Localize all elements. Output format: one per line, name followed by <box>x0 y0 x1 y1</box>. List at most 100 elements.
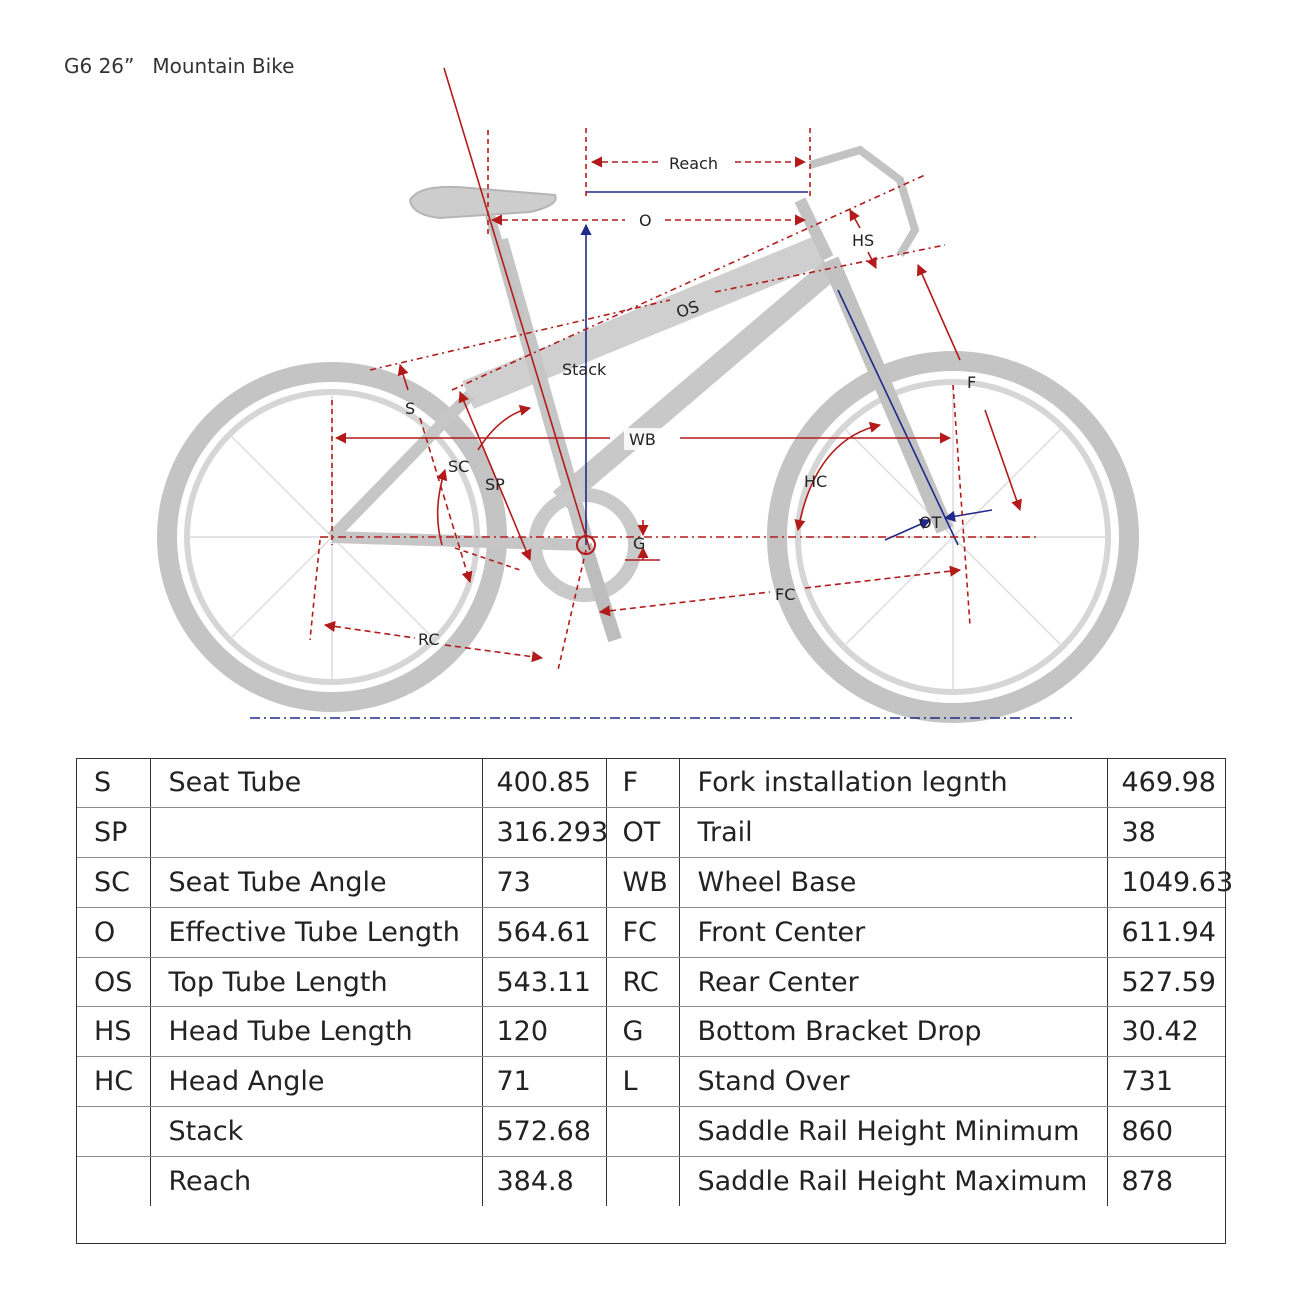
cell-code-left: HS <box>76 1006 151 1058</box>
label-reach: Reach <box>669 154 718 173</box>
label-o: O <box>639 211 652 230</box>
cell-code-right: WB <box>606 857 680 908</box>
cell-name-left: Head Tube Length <box>150 1006 483 1058</box>
cell-value-left: 384.8 <box>482 1156 607 1207</box>
seat-axis-line <box>443 67 591 551</box>
cell-value-left: 73 <box>482 857 607 908</box>
dimension-lines <box>309 67 1040 671</box>
top-tube-dimension <box>369 299 671 371</box>
cell-name-right: Rear Center <box>679 957 1108 1008</box>
cell-code-right <box>606 1106 680 1158</box>
cell-code-left: S <box>76 758 151 808</box>
cell-name-right: Fork installation legnth <box>679 758 1108 808</box>
cell-name-left: Seat Tube Angle <box>150 857 483 908</box>
cell-value-right: 38 <box>1107 807 1226 858</box>
top-tube <box>462 236 826 409</box>
cell-name-right: Bottom Bracket Drop <box>679 1006 1108 1058</box>
chain-stay <box>331 531 586 551</box>
cell-code-right: G <box>606 1006 680 1058</box>
bike-type: Mountain Bike <box>152 54 295 78</box>
cell-value-right: 611.94 <box>1107 907 1226 958</box>
front-center-dimension <box>598 591 771 617</box>
cell-name-right: Front Center <box>679 907 1108 958</box>
label-ot: OT <box>919 513 942 532</box>
cell-name-left: Seat Tube <box>150 758 483 808</box>
label-hs: HS <box>852 231 874 250</box>
cell-code-left: OS <box>76 957 151 1008</box>
cell-name-left <box>150 807 483 858</box>
crank-arm <box>578 542 622 643</box>
cell-value-left: 71 <box>482 1056 607 1108</box>
cell-value-left: 400.85 <box>482 758 607 808</box>
label-s: S <box>405 399 415 418</box>
cell-name-right: Wheel Base <box>679 857 1108 908</box>
seat-tube-dimension <box>397 363 409 391</box>
bike-geometry-diagram: Reach O HS OS Stack S F WB SC SP HC OT G… <box>157 67 1139 723</box>
cell-code-left: SC <box>76 857 151 908</box>
cell-name-right: Trail <box>679 807 1108 858</box>
cell-value-left: 543.11 <box>482 957 607 1008</box>
cell-code-right <box>606 1156 680 1207</box>
cell-name-left: Head Angle <box>150 1056 483 1108</box>
seat-post-dimension <box>458 390 532 562</box>
label-sp: SP <box>485 475 505 494</box>
cell-name-left: Stack <box>150 1106 483 1158</box>
diagram-labels: Reach O HS OS Stack S F WB SC SP HC OT G… <box>405 150 976 649</box>
seat-angle-arc <box>436 468 448 546</box>
cell-value-right: 527.59 <box>1107 957 1226 1008</box>
cell-code-right: OT <box>606 807 680 858</box>
label-wb: WB <box>629 430 656 449</box>
reference-lines <box>250 191 1072 719</box>
cell-code-right: RC <box>606 957 680 1008</box>
cell-code-left <box>76 1156 151 1207</box>
steering-axis-line <box>837 289 959 546</box>
cell-value-left: 316.293 <box>482 807 608 858</box>
diagram-title: G6 26” Mountain Bike <box>64 54 294 78</box>
label-sc: SC <box>448 457 469 476</box>
label-stack: Stack <box>562 360 607 379</box>
cell-code-left <box>76 1106 151 1158</box>
label-g: G <box>633 534 645 553</box>
fork-dimension <box>916 263 961 361</box>
head-tube-dimension <box>849 209 861 229</box>
label-fc: FC <box>775 585 795 604</box>
cell-code-right: F <box>606 758 680 808</box>
cell-value-left: 572.68 <box>482 1106 607 1158</box>
cell-name-right: Stand Over <box>679 1056 1108 1108</box>
stem <box>794 197 834 261</box>
cell-code-left: O <box>76 907 151 958</box>
cell-name-left: Top Tube Length <box>150 957 483 1008</box>
cell-name-right: Saddle Rail Height Minimum <box>679 1106 1108 1158</box>
saddle <box>408 185 557 220</box>
cell-code-right: L <box>606 1056 680 1108</box>
cell-name-right: Saddle Rail Height Maximum <box>679 1156 1108 1207</box>
cell-name-left: Reach <box>150 1156 483 1207</box>
label-f: F <box>967 373 976 392</box>
cell-value-right: 30.42 <box>1107 1006 1226 1058</box>
cell-code-left: SP <box>76 807 151 858</box>
cell-name-left: Effective Tube Length <box>150 907 483 958</box>
down-tube <box>552 261 838 509</box>
label-hc: HC <box>804 472 827 491</box>
cell-code-right: FC <box>606 907 680 958</box>
cell-value-right: 860 <box>1107 1106 1226 1158</box>
head-angle-arc <box>794 421 882 532</box>
chainring <box>528 488 642 602</box>
cell-code-left: HC <box>76 1056 151 1108</box>
cell-value-right: 878 <box>1121 1166 1174 1198</box>
cell-value-right: 1049.63 <box>1107 857 1233 908</box>
handlebar <box>808 145 920 258</box>
cell-value-left: 564.61 <box>482 907 607 958</box>
model-name: G6 26” <box>64 54 135 78</box>
cell-value-left: 120 <box>482 1006 607 1058</box>
